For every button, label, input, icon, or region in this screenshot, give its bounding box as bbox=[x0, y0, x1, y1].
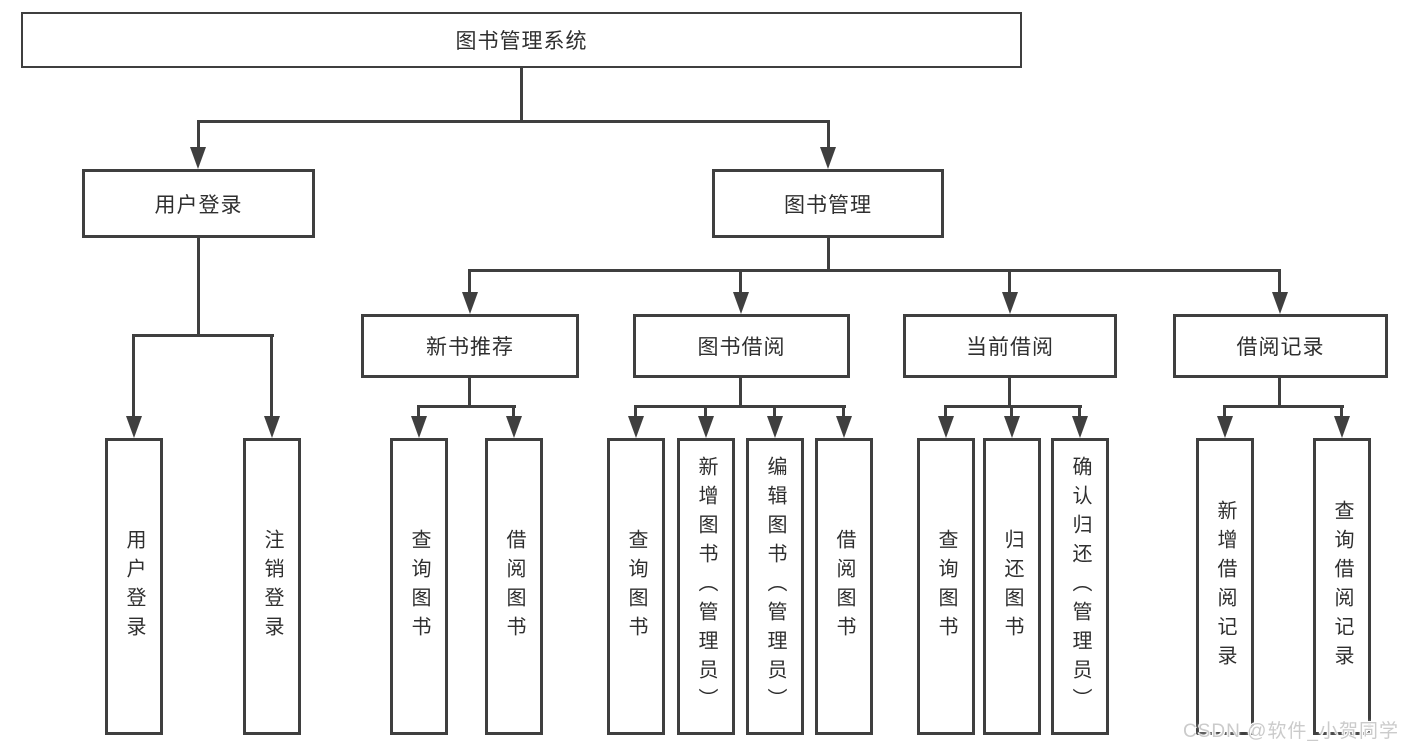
leaf-label: 注销登录 bbox=[261, 528, 283, 645]
leaf-label: 查询图书 bbox=[935, 528, 957, 645]
arrow-down-icon bbox=[733, 292, 749, 314]
connector-line bbox=[739, 269, 742, 296]
leaf-borrow-books-recommend: 借阅图书 bbox=[485, 438, 543, 735]
connector-line bbox=[270, 334, 273, 418]
arrow-down-icon bbox=[126, 416, 142, 438]
connector-line bbox=[468, 269, 471, 296]
arrow-down-icon bbox=[1004, 416, 1020, 438]
leaf-label: 查询图书 bbox=[625, 528, 647, 645]
leaf-add-borrow-record: 新增借阅记录 bbox=[1196, 438, 1254, 735]
connector-line bbox=[944, 405, 947, 419]
connector-line bbox=[1278, 269, 1281, 296]
arrow-down-icon bbox=[506, 416, 522, 438]
leaf-add-books-admin: 新增图书（管理员） bbox=[677, 438, 735, 735]
leaf-query-borrow-record: 查询借阅记录 bbox=[1313, 438, 1371, 735]
leaf-query-books-current: 查询图书 bbox=[917, 438, 975, 735]
connector-line bbox=[1340, 405, 1343, 419]
connector-line bbox=[944, 405, 1082, 408]
leaf-logout: 注销登录 bbox=[243, 438, 301, 735]
arrow-down-icon bbox=[820, 147, 836, 169]
arrow-down-icon bbox=[264, 416, 280, 438]
node-root-library-system: 图书管理系统 bbox=[21, 12, 1022, 68]
connector-line bbox=[1010, 405, 1013, 419]
connector-line bbox=[417, 405, 516, 408]
connector-line bbox=[827, 120, 830, 150]
leaf-label: 确认归还（管理员） bbox=[1069, 456, 1091, 717]
connector-line bbox=[1078, 405, 1081, 419]
node-book-management: 图书管理 bbox=[712, 169, 944, 238]
node-borrow-records: 借阅记录 bbox=[1173, 314, 1388, 378]
connector-line bbox=[634, 405, 637, 419]
leaf-return-books: 归还图书 bbox=[983, 438, 1041, 735]
node-label: 当前借阅 bbox=[966, 336, 1054, 359]
connector-line bbox=[739, 377, 742, 407]
arrow-down-icon bbox=[938, 416, 954, 438]
node-label: 图书管理系统 bbox=[455, 30, 588, 53]
leaf-confirm-return-admin: 确认归还（管理员） bbox=[1051, 438, 1109, 735]
connector-line bbox=[520, 67, 523, 121]
node-label: 图书借阅 bbox=[697, 336, 786, 359]
arrow-down-icon bbox=[628, 416, 644, 438]
arrow-down-icon bbox=[836, 416, 852, 438]
arrow-down-icon bbox=[767, 416, 783, 438]
connector-line bbox=[468, 377, 471, 407]
connector-line bbox=[1008, 269, 1011, 296]
leaf-user-login: 用户登录 bbox=[105, 438, 163, 735]
leaf-label: 用户登录 bbox=[123, 528, 145, 645]
leaf-label: 查询图书 bbox=[408, 528, 430, 645]
arrow-down-icon bbox=[190, 147, 206, 169]
leaf-label: 新增图书（管理员） bbox=[695, 456, 717, 717]
leaf-label: 查询借阅记录 bbox=[1331, 499, 1353, 674]
connector-line bbox=[468, 269, 1281, 272]
leaf-label: 新增借阅记录 bbox=[1214, 499, 1236, 674]
connector-line bbox=[197, 237, 200, 336]
leaf-label: 编辑图书（管理员） bbox=[764, 456, 786, 717]
connector-line bbox=[634, 405, 846, 408]
connector-line bbox=[704, 405, 707, 419]
leaf-label: 归还图书 bbox=[1001, 528, 1023, 645]
leaf-query-books-borrow: 查询图书 bbox=[607, 438, 665, 735]
connector-line bbox=[417, 405, 420, 419]
leaf-query-books-recommend: 查询图书 bbox=[390, 438, 448, 735]
arrow-down-icon bbox=[1002, 292, 1018, 314]
node-current-borrow: 当前借阅 bbox=[903, 314, 1117, 378]
arrow-down-icon bbox=[1272, 292, 1288, 314]
node-label: 用户登录 bbox=[154, 193, 243, 217]
connector-line bbox=[132, 334, 135, 418]
node-label: 图书管理 bbox=[784, 193, 872, 217]
leaf-edit-books-admin: 编辑图书（管理员） bbox=[746, 438, 804, 735]
leaf-label: 借阅图书 bbox=[503, 528, 525, 645]
node-book-borrow: 图书借阅 bbox=[633, 314, 850, 378]
node-label: 新书推荐 bbox=[426, 336, 514, 359]
connector-line bbox=[773, 405, 776, 419]
connector-line bbox=[197, 120, 830, 123]
connector-line bbox=[1278, 377, 1281, 407]
connector-line bbox=[1223, 405, 1226, 419]
leaf-label: 借阅图书 bbox=[833, 528, 855, 645]
arrow-down-icon bbox=[1217, 416, 1233, 438]
arrow-down-icon bbox=[462, 292, 478, 314]
arrow-down-icon bbox=[698, 416, 714, 438]
arrow-down-icon bbox=[1072, 416, 1088, 438]
connector-line bbox=[1223, 405, 1344, 408]
node-label: 借阅记录 bbox=[1236, 336, 1325, 359]
leaf-borrow-books: 借阅图书 bbox=[815, 438, 873, 735]
connector-line bbox=[512, 405, 515, 419]
node-user-login: 用户登录 bbox=[82, 169, 315, 238]
arrow-down-icon bbox=[411, 416, 427, 438]
connector-line bbox=[1008, 377, 1011, 407]
arrow-down-icon bbox=[1334, 416, 1350, 438]
node-new-book-recommend: 新书推荐 bbox=[361, 314, 579, 378]
connector-line bbox=[132, 334, 274, 337]
connector-line bbox=[842, 405, 845, 419]
connector-line bbox=[197, 120, 200, 150]
connector-line bbox=[827, 237, 830, 272]
